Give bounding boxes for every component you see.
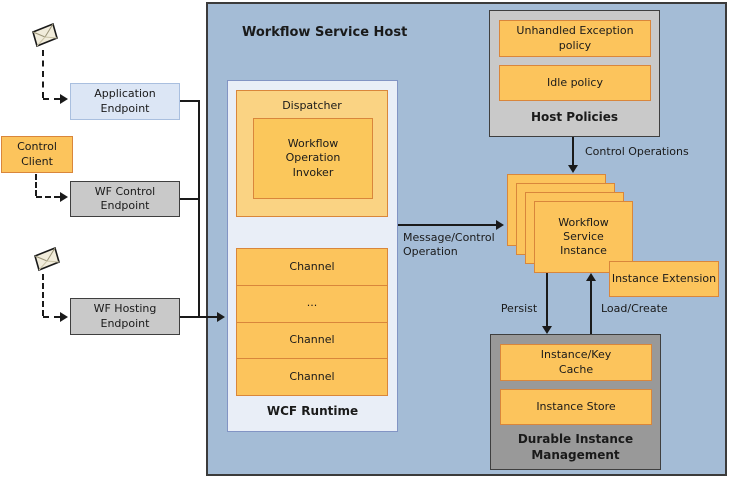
app-endpoint-connector <box>180 100 200 102</box>
host-policies-label: Host Policies <box>530 110 619 124</box>
load-create-label: Load/Create <box>601 302 668 315</box>
control-operations-line <box>572 137 574 165</box>
control-operations-arrowhead <box>568 165 578 173</box>
message-envelope-icon <box>32 23 58 48</box>
channel-row: Channel <box>237 358 387 395</box>
channel-ellipsis-row: ... <box>237 284 387 322</box>
envelope2-dashed-line <box>42 274 44 316</box>
control-client-dashed-line-h <box>36 196 60 198</box>
channel-stack: Channel ... Channel Channel <box>236 248 388 396</box>
workflow-operation-invoker-label: Workflow Operation Invoker <box>285 137 341 179</box>
channel-label: Channel <box>289 333 335 347</box>
unhandled-exception-policy-box: Unhandled Exception policy <box>499 20 651 57</box>
control-client-box: Control Client <box>1 136 73 173</box>
endpoint-trunk-line <box>198 100 200 318</box>
channel-row: Channel <box>237 249 387 285</box>
control-client-arrowhead <box>60 192 68 202</box>
wf-hosting-endpoint-label: WF Hosting Endpoint <box>93 302 157 330</box>
channel-ellipsis-label: ... <box>306 296 318 310</box>
instance-store-box: Instance Store <box>500 389 652 425</box>
envelope1-arrowhead <box>60 94 68 104</box>
instance-key-cache-label: Instance/Key Cache <box>540 348 612 376</box>
wf-control-endpoint-label: WF Control Endpoint <box>94 184 156 212</box>
wf-control-connector <box>180 198 200 200</box>
workflow-operation-invoker-box: Workflow Operation Invoker <box>253 118 373 199</box>
message-arrow-label: Message/Control Operation <box>403 231 495 259</box>
persist-label: Persist <box>500 302 538 315</box>
wf-hosting-endpoint-box: WF Hosting Endpoint <box>70 298 180 335</box>
channel-label: Channel <box>289 369 335 383</box>
wf-control-endpoint-box: WF Control Endpoint <box>70 181 180 217</box>
envelope2-dashed-line-h <box>43 316 60 318</box>
persist-arrowhead <box>542 326 552 334</box>
instance-extension-box: Instance Extension <box>609 261 719 297</box>
application-endpoint-label: Application Endpoint <box>94 87 156 115</box>
message-arrowhead <box>496 220 504 230</box>
instance-extension-label: Instance Extension <box>611 271 717 285</box>
hosting-arrow-line <box>180 316 218 318</box>
envelope1-dashed-line-h <box>43 98 60 100</box>
application-endpoint-box: Application Endpoint <box>70 83 180 120</box>
control-client-dashed-line <box>35 174 37 196</box>
load-create-line <box>590 281 592 334</box>
control-client-label: Control Client <box>17 140 57 168</box>
idle-policy-label: Idle policy <box>547 75 603 89</box>
control-operations-label: Control Operations <box>585 145 689 158</box>
persist-line <box>546 273 548 326</box>
instance-store-label: Instance Store <box>536 399 616 413</box>
instance-key-cache-box: Instance/Key Cache <box>500 344 652 381</box>
durable-instance-management-label: Durable Instance Management <box>517 432 634 462</box>
idle-policy-box: Idle policy <box>499 65 651 101</box>
message-envelope-icon-2 <box>34 247 60 272</box>
workflow-service-instance-label: Workflow Service Instance <box>558 215 609 258</box>
envelope1-dashed-line <box>42 50 44 98</box>
envelope2-arrowhead <box>60 312 68 322</box>
channel-label: Channel <box>289 259 335 273</box>
hosting-arrowhead <box>217 312 225 322</box>
unhandled-exception-policy-label: Unhandled Exception policy <box>516 24 634 52</box>
wcf-runtime-label: WCF Runtime <box>266 404 359 418</box>
panel-title: Workflow Service Host <box>242 25 408 40</box>
load-create-arrowhead <box>586 273 596 281</box>
dispatcher-label: Dispatcher <box>282 99 342 112</box>
channel-row: Channel <box>237 321 387 359</box>
message-arrow-line <box>398 224 497 226</box>
